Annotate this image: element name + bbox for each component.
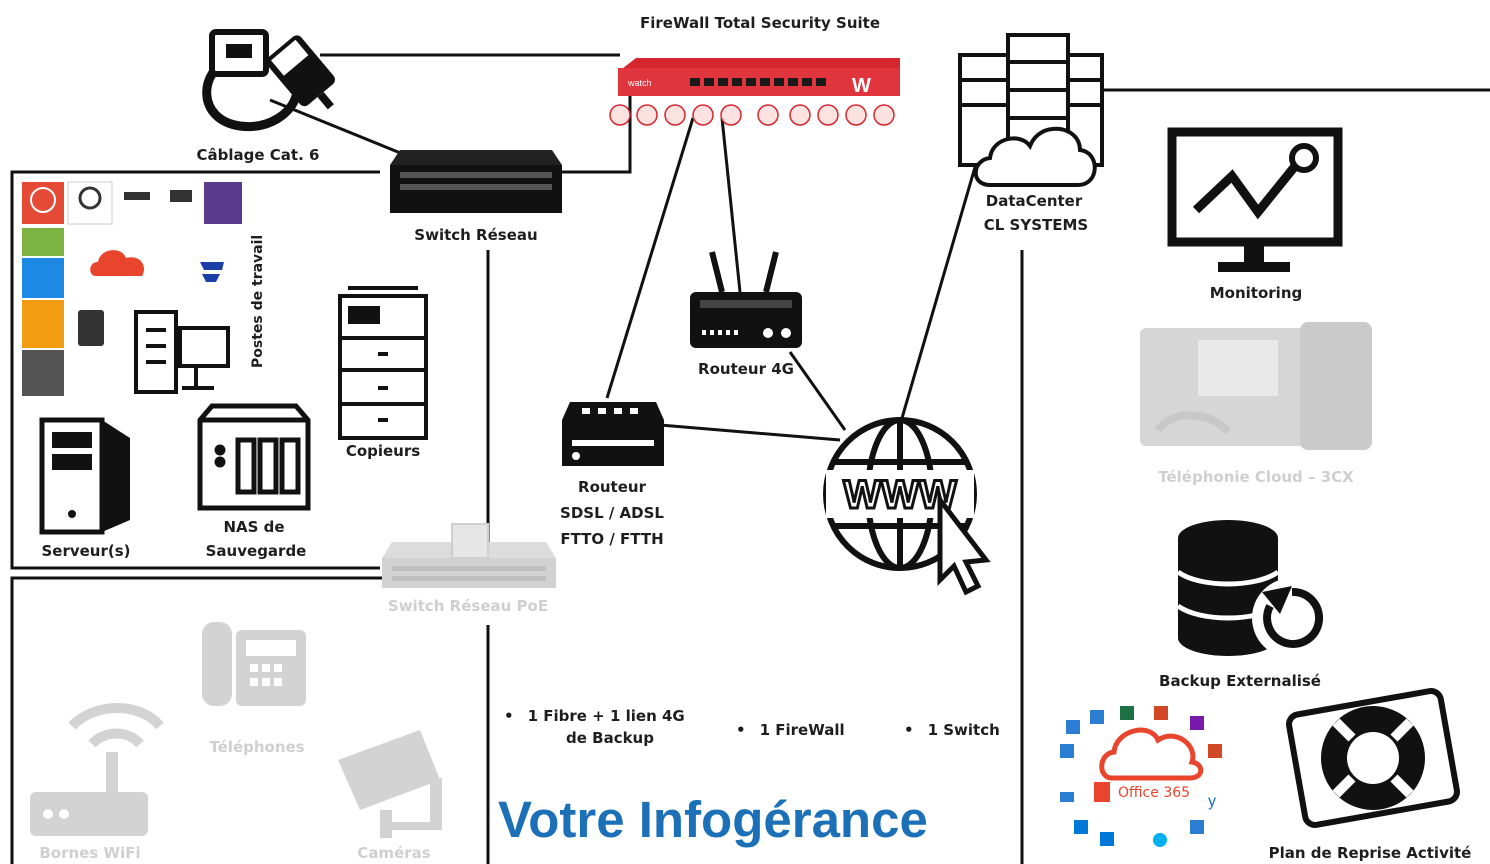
office365-cloud-icon [90, 250, 145, 276]
monitoring-icon [1167, 127, 1343, 272]
cabling-label: Câblage Cat. 6 [196, 146, 320, 164]
router-fixed-label-line2: SDSL / ADSL [560, 504, 664, 522]
network-switch-icon [390, 150, 562, 213]
desktop-pc-icon [134, 310, 230, 394]
lifebuoy-icon [1286, 688, 1460, 828]
svg-text:y: y [1208, 793, 1216, 810]
desk-phone-icon [202, 622, 306, 706]
monitoring-label: Monitoring [1209, 284, 1303, 302]
fsecure-icon [200, 262, 224, 282]
datacenter-label-line1: DataCenter [985, 192, 1083, 210]
router-fixed-label-line1: Routeur [578, 478, 646, 496]
bullet-switch: •1 Switch [904, 721, 1000, 739]
servers-label: Serveur(s) [41, 542, 131, 560]
firewall-label: FireWall Total Security Suite [639, 14, 881, 32]
router-fixed-label-line3: FTTO / FTTH [560, 530, 664, 548]
wifi-router-icon [30, 703, 164, 836]
nas-label-line2: Sauvegarde [205, 542, 307, 560]
nas-label-line1: NAS de [223, 518, 285, 536]
datacenter-cloud-icon [958, 33, 1104, 187]
router-adsl-icon [562, 402, 664, 466]
www-globe-icon: WWW [823, 417, 991, 596]
telephony-label: Téléphonie Cloud – 3CX [1158, 468, 1354, 486]
svg-text:watch: watch [627, 78, 652, 88]
copiers-label: Copieurs [345, 442, 421, 460]
firewall-appliance-icon: watch W [609, 58, 900, 126]
poe-switch-label: Switch Réseau PoE [387, 597, 549, 615]
camera-icon [338, 730, 442, 838]
phones-label: Téléphones [209, 738, 305, 756]
connection-lines [10, 53, 1490, 864]
pra-label: Plan de Reprise Activité [1268, 844, 1472, 862]
nas-icon [197, 403, 311, 511]
workstations-label: Postes de travail [250, 234, 266, 368]
copier-icon [338, 286, 428, 440]
router-4g-label: Routeur 4G [698, 360, 794, 378]
bullet-fiber-line2: de Backup [566, 728, 654, 747]
switch-label: Switch Réseau [414, 226, 538, 244]
svg-text:W: W [852, 75, 871, 97]
bullet-fiber-line1: 1 Fibre + 1 lien 4G [527, 707, 685, 725]
wifi-label: Bornes WiFi [39, 844, 141, 862]
ip-phone-icon [1140, 322, 1372, 450]
bullet-switch-text: 1 Switch [927, 721, 1000, 739]
poe-switch-icon [382, 523, 556, 588]
datacenter-label-line2: CL SYSTEMS [983, 216, 1089, 234]
banner-title: Votre Infogérance [498, 791, 928, 848]
backup-database-icon [1176, 520, 1332, 658]
backup-label: Backup Externalisé [1159, 672, 1321, 690]
router-4g-icon [690, 251, 802, 348]
bullet-fiber: •1 Fibre + 1 lien 4G de Backup [504, 707, 685, 747]
bullet-firewall-text: 1 FireWall [759, 721, 845, 739]
cameras-label: Caméras [357, 844, 431, 862]
office365-apps-icon: y [1060, 706, 1222, 847]
server-tower-icon [39, 417, 130, 535]
bullet-firewall: •1 FireWall [736, 721, 845, 739]
office365-label: Office 365 [1118, 785, 1191, 801]
workstation-icon [22, 181, 242, 396]
cat6-cable-icon [202, 29, 335, 132]
